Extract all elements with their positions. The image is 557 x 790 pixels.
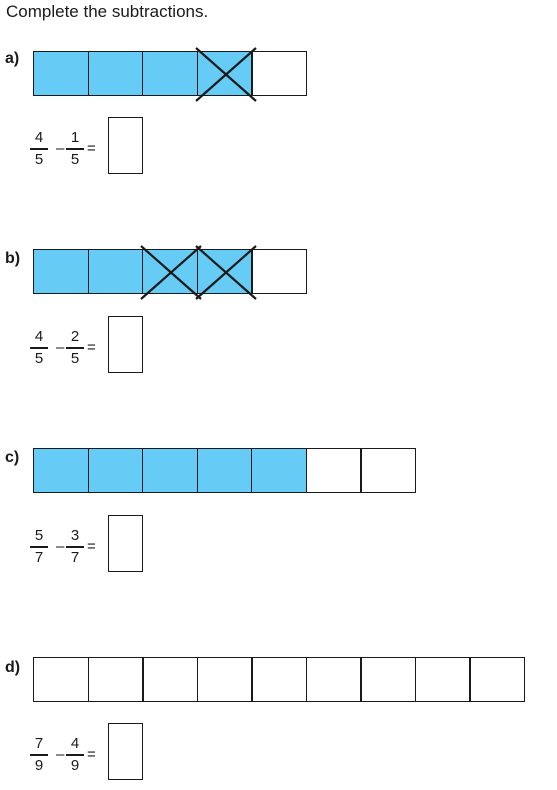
numerator: 5 <box>34 527 44 544</box>
fraction-bar-a <box>33 47 307 102</box>
fraction-left: 4 5 <box>30 129 48 169</box>
numerator: 4 <box>70 735 80 752</box>
empty-cell <box>142 657 198 702</box>
denominator: 5 <box>70 150 80 168</box>
fraction-line <box>30 148 48 150</box>
fraction-right: 4 9 <box>66 735 84 775</box>
minus-sign: – <box>56 746 65 763</box>
cross-mark-icon <box>140 245 202 300</box>
fraction-line <box>66 546 84 548</box>
shaded-cell <box>87 51 144 96</box>
instruction-text: Complete the subtractions. <box>6 2 209 21</box>
numerator: 1 <box>70 129 80 146</box>
answer-box[interactable] <box>108 723 143 780</box>
denominator: 9 <box>70 756 80 774</box>
numerator: 7 <box>34 735 44 752</box>
crossed-out-cell <box>194 47 257 102</box>
denominator: 7 <box>70 548 80 566</box>
empty-cell <box>360 657 416 702</box>
empty-cell <box>251 249 307 294</box>
shaded-cell <box>33 51 89 96</box>
numerator: 4 <box>34 129 44 146</box>
empty-cell <box>87 657 144 702</box>
equals-sign: = <box>87 746 96 763</box>
fraction-line <box>30 347 48 349</box>
empty-cell <box>469 657 525 702</box>
crossed-out-cell <box>194 245 257 300</box>
shaded-cell <box>87 448 144 493</box>
numerator: 3 <box>70 527 80 544</box>
shaded-cell <box>33 249 89 294</box>
denominator: 5 <box>70 349 80 367</box>
fraction-line <box>66 754 84 756</box>
shaded-cell <box>251 448 307 493</box>
fraction-bar-b <box>33 245 307 300</box>
empty-cell <box>360 448 416 493</box>
denominator: 9 <box>34 756 44 774</box>
fraction-line <box>30 546 48 548</box>
question-label-c: c) <box>5 449 20 466</box>
numerator: 4 <box>34 328 44 345</box>
empty-cell <box>251 51 307 96</box>
fraction-right: 2 5 <box>66 328 84 368</box>
shaded-cell <box>142 448 198 493</box>
shaded-cell <box>142 51 198 96</box>
question-label-b: b) <box>5 250 21 267</box>
empty-cell <box>33 657 89 702</box>
question-label-a: a) <box>5 50 20 67</box>
fraction-right: 1 5 <box>66 129 84 169</box>
empty-cell <box>196 657 253 702</box>
cross-mark-icon <box>194 245 257 300</box>
fraction-line <box>66 347 84 349</box>
question-label-d: d) <box>5 659 21 676</box>
cross-mark-icon <box>194 47 257 102</box>
fraction-line <box>66 148 84 150</box>
fraction-left: 4 5 <box>30 328 48 368</box>
answer-box[interactable] <box>108 316 143 373</box>
denominator: 7 <box>34 548 44 566</box>
equals-sign: = <box>87 140 96 157</box>
answer-box[interactable] <box>108 515 143 572</box>
denominator: 5 <box>34 150 44 168</box>
answer-box[interactable] <box>108 117 143 174</box>
fraction-bar-c <box>33 448 416 493</box>
equals-sign: = <box>87 538 96 555</box>
fraction-line <box>30 754 48 756</box>
fraction-right: 3 7 <box>66 527 84 567</box>
shaded-cell <box>196 448 253 493</box>
numerator: 2 <box>70 328 80 345</box>
fraction-left: 7 9 <box>30 735 48 775</box>
minus-sign: – <box>56 538 65 555</box>
equals-sign: = <box>87 339 96 356</box>
shaded-cell <box>87 249 144 294</box>
denominator: 5 <box>34 349 44 367</box>
shaded-cell <box>33 448 89 493</box>
empty-cell <box>414 657 471 702</box>
fraction-bar-d <box>33 657 525 702</box>
empty-cell <box>251 657 307 702</box>
empty-cell <box>305 657 362 702</box>
empty-cell <box>305 448 362 493</box>
minus-sign: – <box>56 140 65 157</box>
fraction-left: 5 7 <box>30 527 48 567</box>
crossed-out-cell <box>140 245 202 300</box>
minus-sign: – <box>56 339 65 356</box>
